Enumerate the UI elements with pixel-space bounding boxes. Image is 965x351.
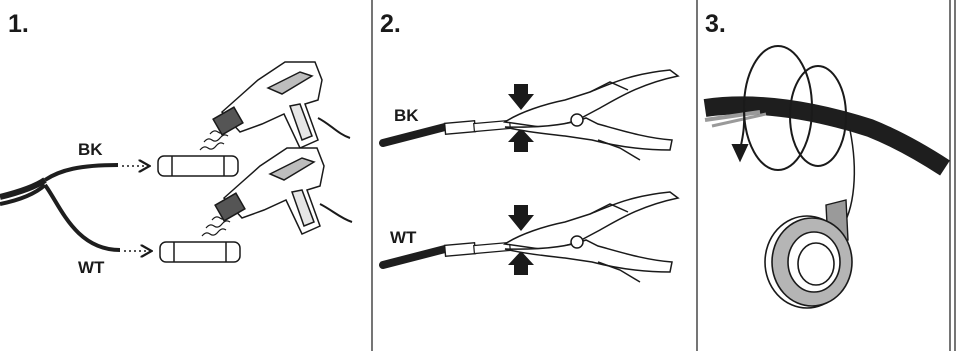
- heat-gun-icon: [214, 147, 353, 235]
- wire-bk: [43, 163, 119, 182]
- step-number-2: 2.: [380, 10, 401, 38]
- heat-gun-icon: [212, 61, 351, 149]
- wire-label-wt: WT: [78, 258, 105, 277]
- wire-label-bk: BK: [78, 140, 103, 159]
- step-number-3: 3.: [705, 10, 726, 38]
- panel-dividers: [371, 0, 956, 351]
- wire-label-wt: WT: [390, 228, 417, 247]
- crimping-pliers-icon: [502, 191, 680, 283]
- wire-wt: [43, 183, 121, 252]
- heat-shrink-sleeve-icon: [157, 155, 239, 177]
- crimping-pliers-icon: [502, 69, 680, 161]
- step-number-1: 1.: [8, 10, 29, 38]
- press-arrow-icon: [508, 84, 534, 152]
- panel-3-drawing: [703, 45, 950, 309]
- heat-shrink-sleeve-icon: [159, 241, 241, 263]
- panel-1-drawing: [0, 61, 353, 263]
- wire-label-bk: BK: [394, 106, 419, 125]
- cable: [703, 96, 950, 176]
- panel-2-drawing: [379, 69, 680, 283]
- cable-black-white: [0, 177, 47, 200]
- wrap-direction-arrow-icon: [731, 45, 847, 171]
- press-arrow-icon: [508, 205, 534, 275]
- tape-roll-icon: [764, 215, 853, 309]
